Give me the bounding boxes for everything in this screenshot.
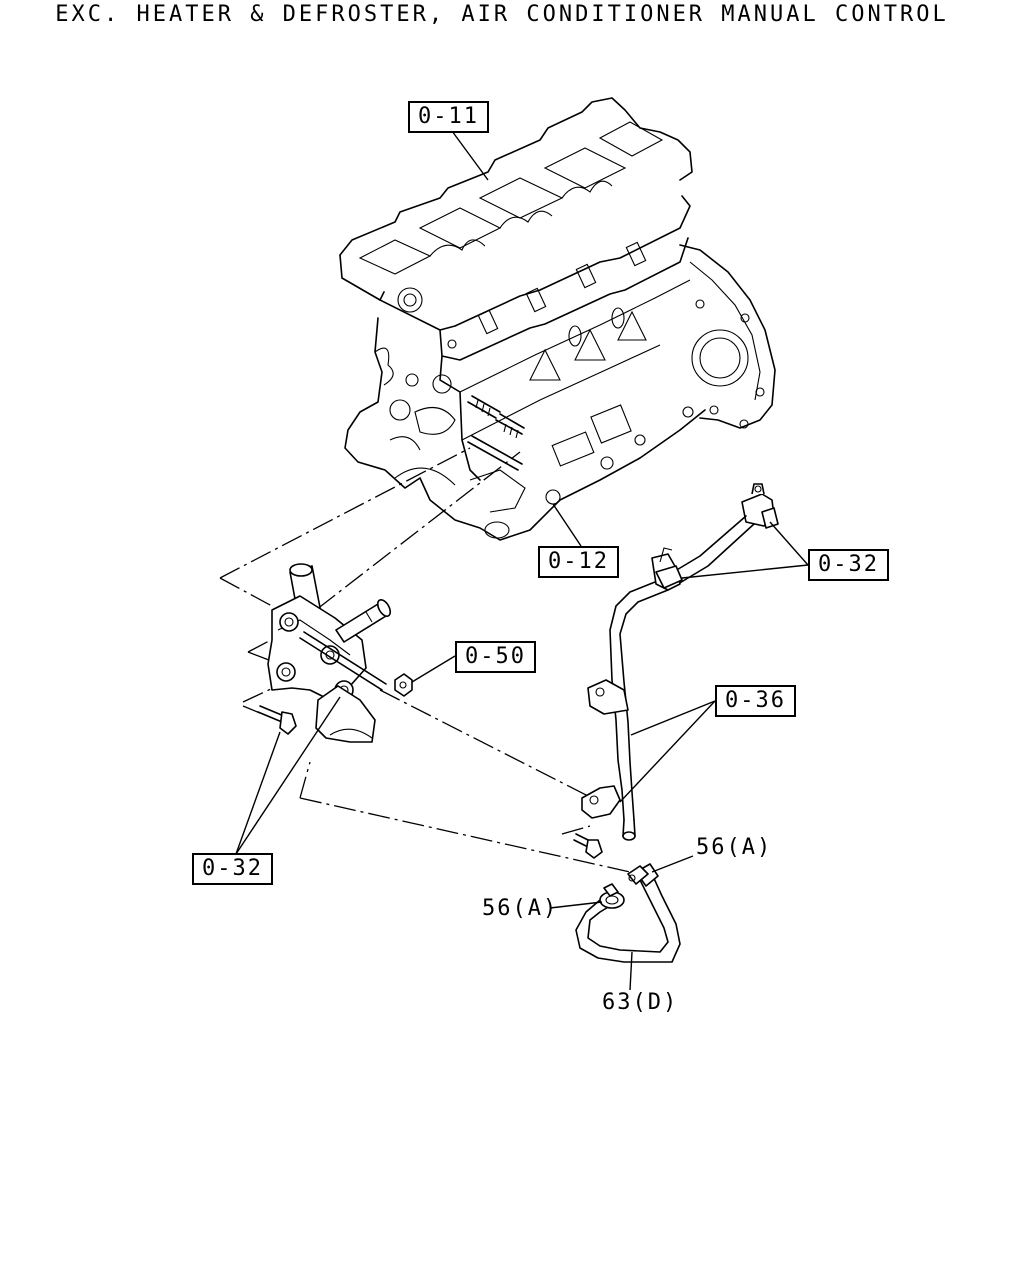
engine-block-drawing (339, 97, 776, 541)
water-pipe-drawing (573, 483, 779, 859)
hose-drawing (575, 863, 681, 963)
callout-water-pipe[interactable]: 0-36 (715, 685, 796, 717)
callout-outlet-bolts[interactable]: 0-32 (192, 853, 273, 885)
callout-block-plug[interactable]: 0-12 (538, 546, 619, 578)
callout-hose[interactable]: 63(D) (602, 990, 679, 1015)
callout-engine-block[interactable]: 0-11 (408, 101, 489, 133)
callout-clamp-upper[interactable]: 56(A) (696, 835, 773, 860)
callout-clamp-lower[interactable]: 56(A) (482, 896, 559, 921)
callout-water-outlet-nut[interactable]: 0-50 (455, 641, 536, 673)
page-title: EXC. HEATER & DEFROSTER, AIR CONDITIONER… (55, 2, 949, 27)
callout-pipe-clamps[interactable]: 0-32 (808, 549, 889, 581)
leader-lines (235, 130, 809, 991)
water-outlet-drawing (257, 563, 413, 743)
